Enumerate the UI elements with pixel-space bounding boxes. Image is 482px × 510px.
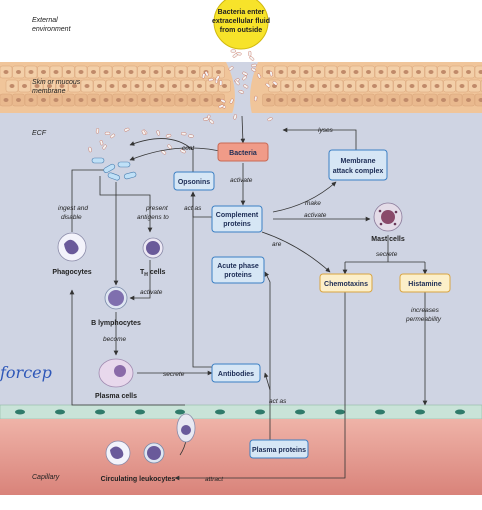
- circulating-leukocyte-2: [144, 443, 164, 463]
- circulating-leukocytes-label: Circulating leukocytes: [101, 476, 176, 483]
- label-increases: increases: [411, 307, 440, 314]
- svg-text:Acute phase: Acute phase: [217, 263, 259, 270]
- svg-text:Opsonins: Opsonins: [178, 179, 210, 186]
- complement-proteins-box: Complement proteins: [212, 206, 262, 232]
- skin-label: Skin or mucous: [32, 79, 81, 86]
- capillary-area: [0, 419, 482, 495]
- opsonins-box: Opsonins: [174, 172, 214, 190]
- svg-text:Chemotaxins: Chemotaxins: [324, 281, 368, 288]
- chemotaxins-box: Chemotaxins: [320, 274, 372, 292]
- plasma-cells-label: Plasma cells: [95, 393, 137, 400]
- svg-text:Histamine: Histamine: [408, 281, 442, 288]
- label-activate-mast: activate: [304, 212, 327, 219]
- label-make: make: [305, 200, 321, 207]
- label-act-as: act as: [184, 205, 202, 212]
- external-label: External: [32, 17, 58, 24]
- label-act-as-plasma: act as: [269, 398, 287, 405]
- svg-text:Antibodies: Antibodies: [218, 371, 254, 378]
- migrating-leukocyte: [177, 414, 195, 442]
- capillary-label: Capillary: [32, 474, 60, 481]
- circulating-leukocyte-1: [106, 441, 130, 465]
- b-lymphocytes-label: B lymphocytes: [91, 320, 141, 327]
- th-cell: [143, 238, 163, 258]
- label-increases-2: permeability: [405, 316, 442, 323]
- label-coat: coat: [182, 145, 195, 152]
- histamine-box: Histamine: [400, 274, 450, 292]
- label-are: are: [272, 241, 282, 248]
- handwritten-annotation: forcep: [0, 363, 52, 382]
- endothelium: [0, 405, 482, 419]
- svg-text:Plasma proteins: Plasma proteins: [252, 447, 306, 454]
- label-present-2: antigens to: [137, 214, 169, 221]
- label-secrete-mast: secrete: [376, 251, 398, 258]
- label-attract: attract: [205, 476, 224, 483]
- mast-cells-label: Mast cells: [371, 236, 405, 243]
- callout-line-2: extracellular fluid: [212, 18, 270, 25]
- label-secrete-plasma: secrete: [163, 371, 185, 378]
- membrane-attack-complex-box: Membrane attack complex: [329, 150, 387, 180]
- b-lymphocyte-cell: [105, 287, 127, 309]
- mast-cell: [374, 203, 402, 231]
- bacteria-box: Bacteria: [218, 143, 268, 161]
- label-ingest-2: disable: [61, 214, 82, 221]
- label-activate-b: activate: [140, 289, 163, 296]
- callout-line-3: from outside: [220, 27, 262, 34]
- label-ingest: ingest and: [58, 205, 88, 212]
- external-label-2: environment: [32, 26, 72, 33]
- phagocytes-label: Phagocytes: [52, 269, 91, 276]
- svg-text:proteins: proteins: [224, 272, 252, 279]
- phagocyte-cell: [58, 233, 86, 261]
- svg-text:attack complex: attack complex: [333, 168, 384, 175]
- svg-text:proteins: proteins: [223, 221, 251, 228]
- label-become: become: [103, 336, 127, 343]
- skin-label-2: membrane: [32, 88, 66, 95]
- svg-text:Membrane: Membrane: [340, 158, 375, 165]
- label-present: present: [145, 205, 169, 212]
- svg-text:Complement: Complement: [216, 212, 259, 219]
- acute-phase-proteins-box: Acute phase proteins: [212, 257, 264, 283]
- label-lyses: lyses: [318, 127, 334, 134]
- label-activate-bacteria: activate: [230, 177, 253, 184]
- svg-text:Bacteria: Bacteria: [229, 150, 257, 157]
- callout-line-1: Bacteria enter: [218, 9, 265, 16]
- plasma-cell: [99, 359, 133, 387]
- antibodies-box: Antibodies: [212, 364, 260, 382]
- ecf-label: ECF: [32, 130, 47, 137]
- plasma-proteins-box: Plasma proteins: [250, 440, 308, 458]
